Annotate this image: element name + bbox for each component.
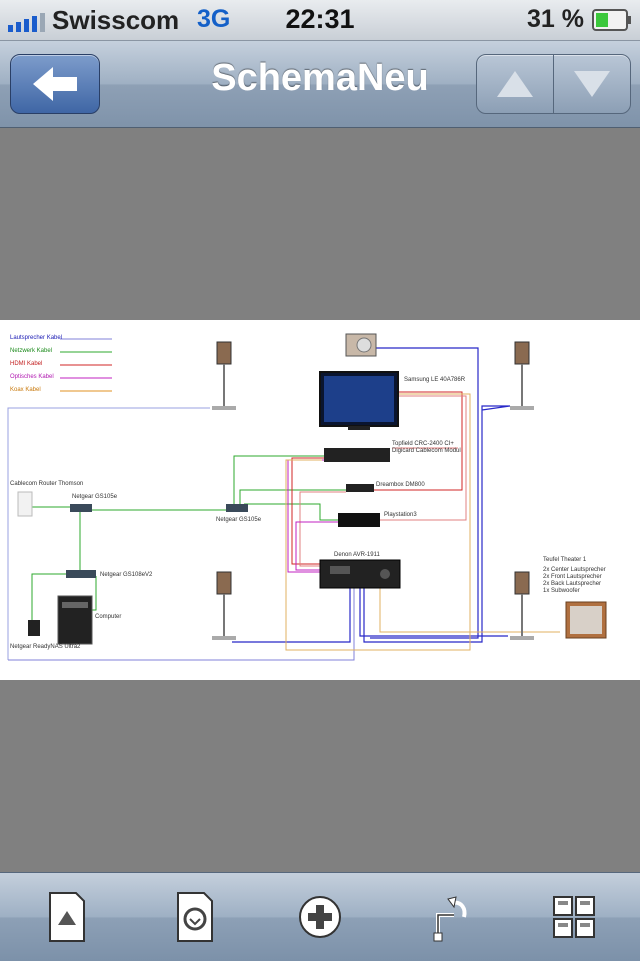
triangle-up-icon: [497, 71, 533, 97]
battery-percentage: 31 %: [527, 5, 584, 33]
label-switch2: Netgear GS105e: [216, 517, 262, 523]
bottom-toolbar: [0, 872, 640, 961]
signal-strength-icon: [8, 13, 45, 32]
battery-icon: [592, 9, 631, 31]
document-settings-button[interactable]: [166, 889, 222, 945]
label-switch3: Netgear GS108eV2: [100, 572, 153, 578]
label-teufel-title: Teufel Theater 1: [543, 557, 587, 563]
document-settings-icon: [177, 892, 213, 942]
label-teufel-line-4: 1x Subwoofer: [543, 588, 580, 594]
legend-speaker-cable: Lautsprecher Kabel: [10, 335, 63, 341]
label-dreambox: Dreambox DM800: [376, 482, 425, 488]
previous-button[interactable]: [477, 55, 554, 113]
grid-view-button[interactable]: [546, 889, 602, 945]
connector-tool-button[interactable]: [418, 889, 474, 945]
status-bar: Swisscom 3G 22:31 31 %: [0, 0, 640, 41]
carrier-name: Swisscom: [52, 5, 180, 35]
triangle-down-icon: [574, 71, 610, 97]
network-type: 3G: [197, 5, 231, 33]
page-title: SchemaNeu: [211, 57, 429, 99]
add-icon: [299, 896, 341, 938]
upload-document-icon: [49, 892, 85, 942]
label-nas: Netgear ReadyNAS Ultra2: [10, 644, 81, 650]
next-button[interactable]: [554, 55, 630, 113]
legend-network-cable: Netzwerk Kabel: [10, 348, 53, 354]
wiring-diagram: Lautsprecher Kabel Netzwerk Kabel HDMI K…: [0, 320, 640, 680]
legend-coax-cable: Koax Kabel: [10, 387, 41, 393]
legend-hdmi-cable: HDMI Kabel: [10, 361, 43, 367]
connector-tool-icon: [433, 896, 467, 942]
label-teufel-line-2: 2x Front Lautsprecher: [543, 574, 602, 580]
legend-optical-cable: Optisches Kabel: [10, 374, 54, 380]
label-computer: Computer: [95, 614, 122, 620]
arrow-left-icon: [33, 67, 77, 101]
clock: 22:31: [285, 4, 355, 34]
label-avr: Denon AVR-1911: [334, 552, 380, 558]
diagram-drawing: [7, 333, 607, 661]
label-receiver-top: Topfield CRC-2400 CI+: [392, 441, 454, 447]
label-receiver-bottom: Digicard Cablecom Modul: [392, 448, 461, 454]
label-switch1: Netgear GS105e: [72, 494, 118, 500]
label-teufel-line-3: 2x Back Lautsprecher: [543, 581, 602, 587]
upload-document-button[interactable]: [38, 889, 94, 945]
navigation-bar: SchemaNeu: [0, 41, 640, 128]
grid-view-icon: [553, 896, 595, 938]
label-router: Cablecom Router Thomson: [10, 481, 84, 487]
document-viewer[interactable]: Lautsprecher Kabel Netzwerk Kabel HDMI K…: [0, 128, 640, 872]
label-tv: Samsung LE 40A786R: [404, 377, 466, 383]
label-teufel-line-1: 2x Center Lautsprecher: [543, 567, 606, 573]
navigation-segment: [476, 54, 631, 114]
back-button[interactable]: [10, 54, 100, 114]
add-button[interactable]: [292, 889, 348, 945]
label-playstation: Playstation3: [384, 512, 417, 518]
